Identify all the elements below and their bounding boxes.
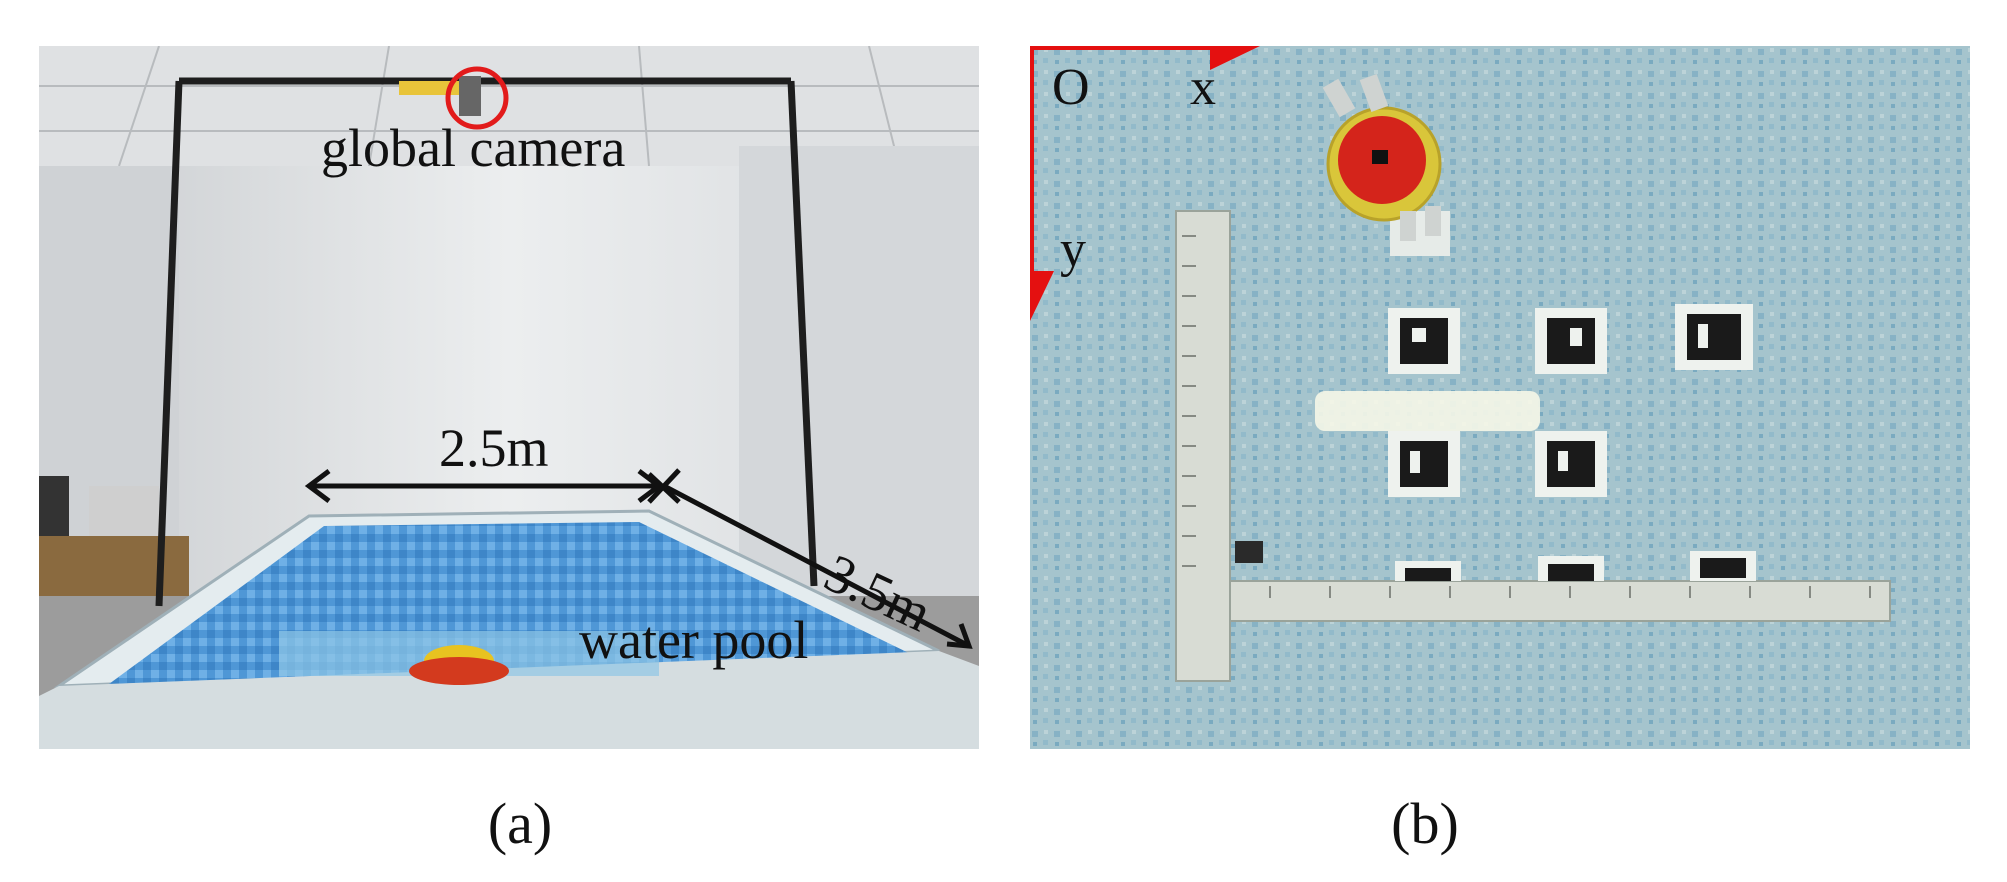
label-global-camera: global camera [321, 118, 625, 178]
camera-highlight-circle [445, 66, 509, 130]
y-axis-arrowhead [1030, 271, 1054, 321]
y-axis-label: y [1060, 221, 1086, 278]
pool-photo-illustration [39, 46, 979, 749]
top-view-illustration: O x y [1030, 46, 1970, 749]
fiducial-markers [1235, 304, 1756, 581]
light-reflection [1315, 391, 1540, 431]
origin-label: O [1052, 59, 1090, 116]
x-axis-arrowhead [1210, 46, 1260, 70]
global-camera [459, 76, 481, 116]
panel-a-labels: global camera 2.5m 3.5m water pool [321, 118, 941, 670]
pool-setup-photo: global camera 2.5m 3.5m water pool [39, 46, 979, 749]
label-width: 2.5m [439, 418, 549, 478]
coordinate-axes [1030, 46, 1260, 321]
label-water-pool: water pool [579, 610, 808, 670]
camera-mount [399, 81, 474, 95]
caption-a: (a) [487, 791, 553, 856]
caption-b: (b) [1391, 791, 1459, 856]
pool-wall-front [39, 651, 979, 749]
camera-frame [155, 77, 818, 607]
ruler-horizontal [1229, 580, 1891, 622]
label-length: 3.5m [816, 542, 941, 643]
x-axis-label: x [1190, 59, 1216, 116]
top-down-camera-view: O x y [1030, 46, 1970, 749]
dimension-arrows [304, 468, 973, 649]
robot-top-view [1322, 73, 1450, 256]
